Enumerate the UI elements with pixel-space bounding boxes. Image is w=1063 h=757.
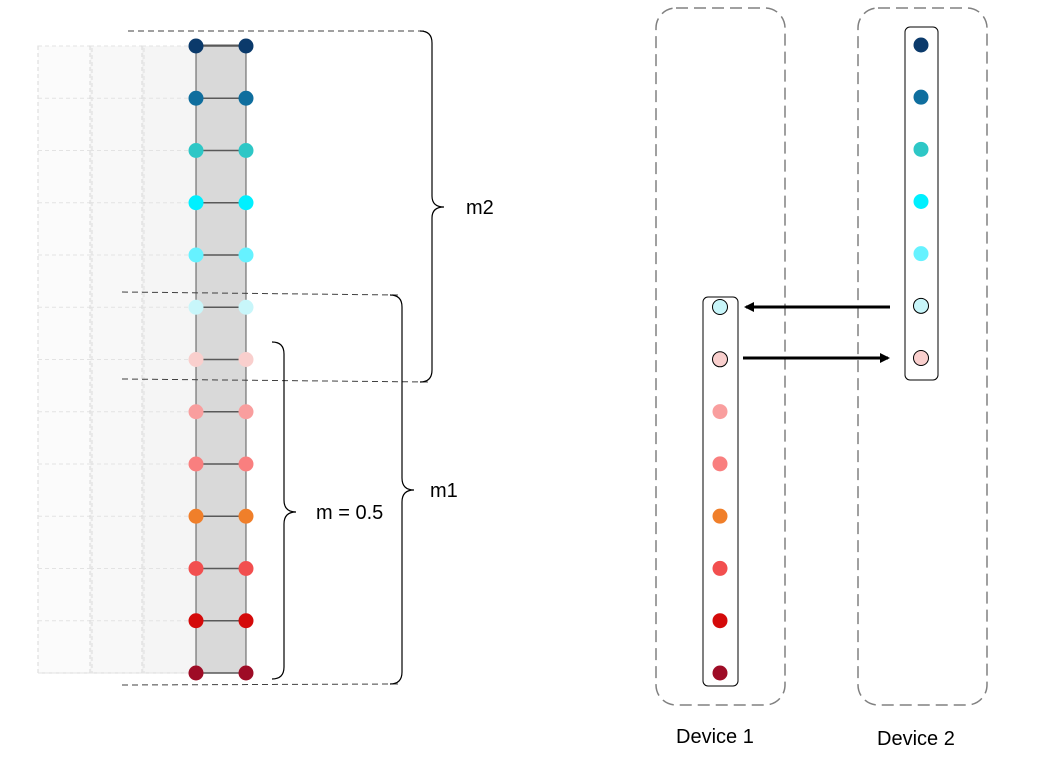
ghost-column-2	[89, 45, 145, 674]
left-node-a-9	[188, 456, 204, 472]
m1-label: m1	[430, 480, 458, 502]
device2-node-1	[913, 37, 929, 53]
device1-node-6	[712, 560, 728, 576]
device2-node-6	[913, 297, 929, 314]
device2-label: Device 2	[877, 728, 955, 750]
device1-node-3	[712, 404, 728, 420]
left-node-b-7	[238, 352, 254, 367]
left-node-a-5	[188, 247, 204, 263]
m2-bottom-dashed-line	[121, 378, 429, 383]
left-column-nodes	[188, 38, 254, 681]
device1-node-2	[712, 351, 728, 368]
left-column-rungs	[196, 45, 246, 674]
device2-node-3	[913, 141, 929, 157]
left-node-b-11	[238, 561, 254, 576]
device1-label: Device 1	[676, 726, 754, 748]
device1-nodes	[712, 299, 728, 681]
device1-node-4	[712, 456, 728, 472]
braces	[271, 30, 445, 685]
left-node-a-1	[188, 38, 204, 54]
left-node-b-1	[238, 38, 254, 54]
left-node-a-11	[188, 561, 204, 576]
device1-node-1	[712, 299, 728, 315]
left-node-a-12	[188, 613, 204, 629]
ghost-column-1	[37, 45, 93, 674]
device1-node-7	[712, 613, 728, 629]
device2-node-7	[913, 350, 929, 366]
m2-label: m2	[466, 197, 494, 219]
device2-node-5	[913, 246, 929, 262]
m1-brace	[389, 294, 415, 685]
m2-brace	[419, 30, 445, 383]
left-node-b-3	[238, 143, 254, 158]
left-node-a-7	[188, 352, 204, 367]
device1-node-8	[712, 665, 728, 681]
left-node-a-13	[188, 665, 204, 681]
m05-label: m = 0.5	[316, 502, 383, 524]
device1-capsule	[702, 296, 739, 687]
left-node-a-2	[188, 90, 204, 106]
left-node-b-4	[238, 195, 254, 211]
dashed-extent-lines	[121, 30, 429, 686]
left-node-a-6	[188, 299, 204, 315]
left-node-b-13	[238, 665, 254, 681]
left-node-b-6	[238, 299, 254, 315]
left-node-a-8	[188, 404, 204, 420]
left-node-a-10	[188, 508, 204, 524]
left-node-a-3	[188, 143, 204, 158]
device2-box	[857, 7, 988, 706]
device2-node-4	[913, 194, 929, 209]
m1-bottom-dashed-line	[121, 683, 399, 686]
left-node-b-12	[238, 613, 254, 629]
m05-brace	[271, 341, 297, 680]
left-node-a-4	[188, 195, 204, 211]
device1-box	[655, 7, 786, 706]
ghost-column-3	[141, 45, 197, 674]
m1-top-dashed-line	[121, 291, 399, 296]
left-node-b-2	[238, 90, 254, 106]
ghost-columns	[37, 45, 197, 674]
device2-nodes	[913, 37, 929, 366]
left-node-b-10	[238, 508, 254, 524]
device2-node-2	[913, 89, 929, 105]
left-node-b-8	[238, 404, 254, 420]
device1-node-5	[712, 508, 728, 524]
left-node-b-9	[238, 456, 254, 472]
left-node-b-5	[238, 247, 254, 263]
